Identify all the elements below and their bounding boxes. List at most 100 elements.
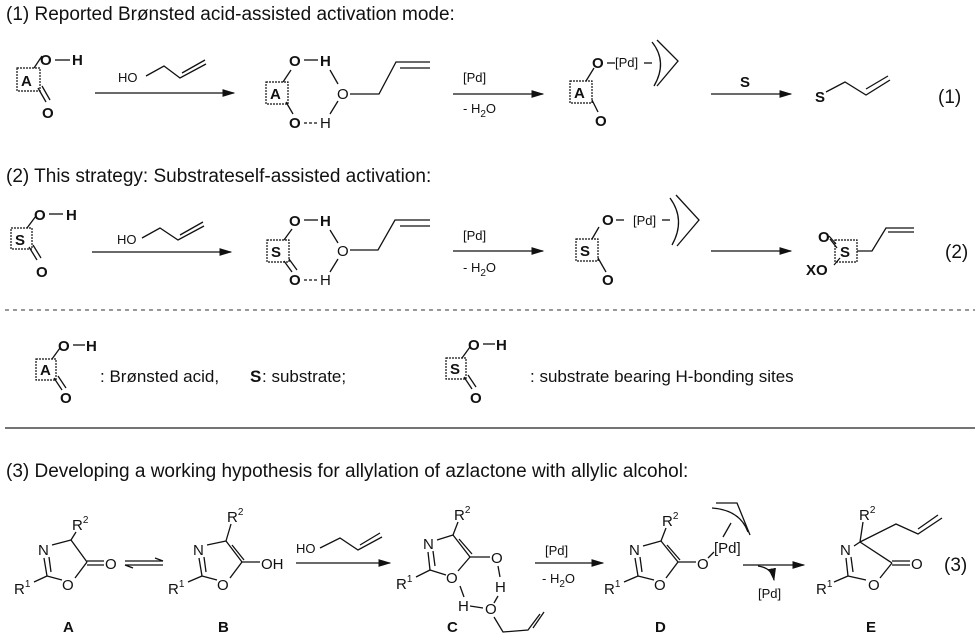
svg-text:S: S [580, 243, 590, 260]
s2-pd-intermediate: S O [Pd] O [575, 194, 700, 289]
svg-text:O: O [289, 272, 301, 289]
svg-text:E: E [866, 619, 876, 636]
s3-arrow2: [Pd] - H2O [535, 543, 605, 590]
svg-text:O: O [595, 113, 607, 130]
svg-text:O: O [289, 53, 301, 70]
atom-h: H [72, 52, 83, 69]
legend: A O H O : Brønsted acid, S : substrate; … [35, 337, 794, 407]
box-a-label: A [21, 73, 32, 90]
svg-text:O: O [602, 212, 614, 229]
svg-text:R1: R1 [14, 579, 31, 598]
legend-text-hbonding: : substrate bearing H-bonding sites [530, 367, 794, 386]
svg-text:[Pd]: [Pd] [714, 540, 741, 557]
section2-title: (2) This strategy: Substrateself-assiste… [6, 166, 431, 187]
svg-text:HO: HO [296, 541, 316, 556]
svg-text:H: H [320, 272, 331, 289]
s2-arrow1: HO [92, 221, 233, 256]
svg-text:O: O [337, 243, 349, 260]
svg-text:- H2O: - H2O [463, 101, 496, 120]
svg-text:R2: R2 [72, 515, 89, 534]
s1-arrow1: HO [95, 59, 236, 97]
svg-text:O: O [105, 556, 117, 573]
s1-arrow2: [Pd] - H2O [453, 70, 545, 120]
svg-text:N: N [193, 542, 204, 559]
svg-text:O: O [446, 570, 458, 587]
s1-complex: A O H O H O [265, 53, 430, 132]
svg-text:S: S [740, 74, 750, 91]
svg-text:A: A [63, 619, 74, 636]
svg-text:HO: HO [117, 232, 137, 247]
svg-text:R1: R1 [816, 579, 833, 598]
svg-text:[Pd]: [Pd] [615, 55, 638, 70]
svg-text:H: H [320, 213, 331, 230]
svg-text:R2: R2 [227, 507, 244, 526]
svg-text:[Pd]: [Pd] [545, 543, 568, 558]
svg-text:S: S [15, 232, 25, 249]
eq-number-2: (2) [945, 242, 968, 263]
svg-text:H: H [320, 115, 331, 132]
svg-text:O: O [36, 264, 48, 281]
svg-text:A: A [270, 86, 281, 103]
s2-product: O S XO [806, 227, 914, 279]
svg-text:N: N [629, 542, 640, 559]
svg-text:R2: R2 [662, 511, 679, 530]
svg-text:R1: R1 [168, 579, 185, 598]
legend-text-substrate: : substrate; [262, 367, 346, 386]
svg-text:N: N [840, 542, 851, 559]
svg-text:O: O [868, 577, 880, 594]
s2-complex: S O H O H O [266, 213, 430, 289]
svg-text:R2: R2 [454, 505, 471, 524]
svg-text:O: O [818, 229, 830, 246]
s2-arrow2: [Pd] - H2O [453, 228, 545, 279]
eq-number-3: (3) [944, 555, 967, 576]
legend-box-s [445, 357, 467, 380]
svg-text:O: O [485, 601, 497, 618]
svg-text:S: S [271, 244, 281, 261]
svg-text:R1: R1 [604, 579, 621, 598]
svg-text:OH: OH [261, 556, 284, 573]
svg-text:S: S [450, 361, 460, 378]
svg-text:H: H [320, 53, 331, 70]
eq-number-1: (1) [938, 87, 961, 108]
compound-a: R2 N O O R1 A [14, 515, 117, 636]
svg-text:A: A [40, 362, 51, 379]
legend-s-bold: S [250, 367, 261, 386]
svg-text:R1: R1 [396, 574, 413, 593]
svg-text:H: H [496, 337, 507, 354]
section1-title: (1) Reported Brønsted acid-assisted acti… [6, 4, 455, 25]
legend-box-a [35, 358, 57, 381]
svg-text:A: A [574, 85, 585, 102]
svg-text:- H2O: - H2O [542, 571, 575, 590]
s1-arrow3: S [711, 74, 793, 98]
svg-text:N: N [423, 536, 434, 553]
svg-text:O: O [289, 115, 301, 132]
box-a [569, 80, 593, 104]
s1-acid: A O H O [16, 52, 83, 122]
reagent-ho: HO [118, 70, 138, 85]
svg-text:[Pd]: [Pd] [463, 228, 486, 243]
atom-o: O [42, 105, 54, 122]
svg-text:O: O [602, 272, 614, 289]
svg-text:O: O [491, 550, 503, 567]
svg-text:S: S [840, 244, 850, 261]
svg-text:O: O [60, 390, 72, 407]
box-a [16, 67, 41, 92]
s3-arrow3: [Pd] [743, 561, 806, 601]
compound-c: R2 N O O H O H R1 C [396, 505, 545, 636]
box-s [575, 238, 599, 262]
compound-b: R2 N O OH R1 B [168, 507, 284, 636]
svg-text:[Pd]: [Pd] [633, 213, 656, 228]
svg-text:[Pd]: [Pd] [758, 586, 781, 601]
svg-text:H: H [458, 598, 469, 615]
svg-text:C: C [447, 619, 458, 636]
svg-text:R2: R2 [859, 505, 876, 524]
svg-text:O: O [592, 55, 604, 72]
svg-text:O: O [289, 213, 301, 230]
svg-text:O: O [58, 338, 70, 355]
compound-d: R2 N O O [Pd] R1 D [604, 502, 751, 636]
legend-text-acid: : Brønsted acid, [100, 367, 219, 386]
svg-text:- H2O: - H2O [463, 260, 496, 279]
box-s [266, 239, 290, 263]
s3-arrow1: HO [296, 532, 392, 567]
compound-e: R2 N O O R1 E [816, 505, 943, 636]
